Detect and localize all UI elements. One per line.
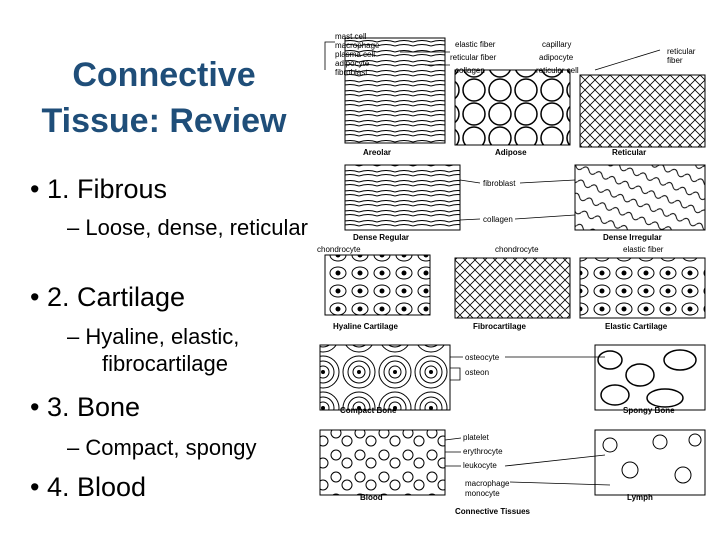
callout-monocyte: monocyte	[465, 489, 500, 498]
label-reticular: Reticular	[612, 148, 646, 157]
callout-elastic-fiber-cart: elastic fiber	[623, 245, 664, 254]
callout-adipocyte-mid: adipocyte	[539, 53, 574, 62]
title-line-1: Connective	[72, 56, 256, 94]
title-line-2: Tissue: Review	[41, 102, 287, 140]
bullet-blood: • 4. Blood	[30, 472, 147, 502]
callout-platelet: platelet	[463, 433, 490, 442]
row2-leader-lines	[459, 179, 576, 221]
callout-adipocyte: adipocyte	[335, 59, 370, 68]
callout-macrophage-blood: macrophage	[465, 479, 510, 488]
lymph-cells	[602, 433, 702, 484]
row5-leader-lines	[444, 437, 611, 486]
connective-tissue-figure: Areolar Adipose Reticular mast cell macr…	[317, 32, 706, 516]
spongy-bone-cavities	[597, 349, 697, 408]
callout-osteocyte: osteocyte	[465, 353, 500, 362]
label-dense-regular: Dense Regular	[353, 233, 409, 242]
callout-chondrocyte-mid: chondrocyte	[495, 245, 539, 254]
sub-bullet-cartilage: – Hyaline, elastic, fibrocartilage	[67, 324, 240, 376]
callout-erythrocyte: erythrocyte	[463, 447, 503, 456]
areolar-panel	[344, 37, 446, 144]
callout-fibroblast: fibroblast	[335, 68, 368, 77]
adipose-panel	[454, 69, 571, 146]
callout-mast-cell: mast cell	[335, 32, 367, 41]
spongy-bone-panel	[594, 344, 706, 411]
hyaline-panel	[324, 254, 431, 316]
bullet-cartilage: • 2. Cartilage	[30, 282, 186, 312]
slide-title: Connective Tissue: Review	[30, 52, 298, 144]
callout-leukocyte: leukocyte	[463, 461, 497, 470]
figure-caption: Connective Tissues	[455, 507, 531, 516]
sub-bullet-bone: – Compact, spongy	[67, 435, 257, 460]
sub-bullet-fibrous: – Loose, dense, reticular	[67, 215, 308, 240]
label-blood: Blood	[360, 493, 383, 502]
bullet-bone: • 3. Bone	[30, 392, 141, 422]
reticular-panel	[579, 74, 706, 148]
bullet-fibrous: • 1. Fibrous	[30, 174, 168, 204]
row1-leader-lines	[324, 41, 661, 71]
callout-elastic-fiber: elastic fiber	[455, 40, 496, 49]
label-areolar: Areolar	[363, 148, 391, 157]
callout-plasma-cell: plasma cell	[335, 50, 375, 59]
callout-macrophage: macrophage	[335, 41, 380, 50]
label-adipose: Adipose	[495, 148, 527, 157]
fibrocartilage-panel	[454, 257, 571, 319]
callout-reticular-cell: reticular cell	[536, 66, 579, 75]
dense-irregular-panel	[574, 164, 706, 231]
elastic-cartilage-panel	[579, 257, 706, 319]
lymph-panel	[594, 429, 706, 496]
label-elastic-cartilage: Elastic Cartilage	[605, 322, 668, 331]
callout-collagen-dense: collagen	[483, 215, 513, 224]
callout-fibroblast-dense: fibroblast	[483, 179, 516, 188]
callout-collagen: collagen	[455, 66, 485, 75]
blood-panel	[319, 429, 446, 496]
label-spongy-bone: Spongy Bone	[623, 406, 675, 415]
callout-chondrocyte-left: chondrocyte	[317, 245, 361, 254]
label-hyaline: Hyaline Cartilage	[333, 322, 398, 331]
callout-osteon: osteon	[465, 368, 489, 377]
label-dense-irregular: Dense Irregular	[603, 233, 662, 242]
dense-regular-panel	[344, 164, 461, 231]
label-fibrocartilage: Fibrocartilage	[473, 322, 526, 331]
callout-capillary: capillary	[542, 40, 571, 49]
callout-reticular-fiber: reticular fiber	[450, 53, 497, 62]
row4-leader-lines	[450, 356, 605, 381]
label-lymph: Lymph	[627, 493, 653, 502]
compact-bone-panel	[319, 344, 451, 411]
label-compact-bone: Compact Bone	[340, 406, 397, 415]
